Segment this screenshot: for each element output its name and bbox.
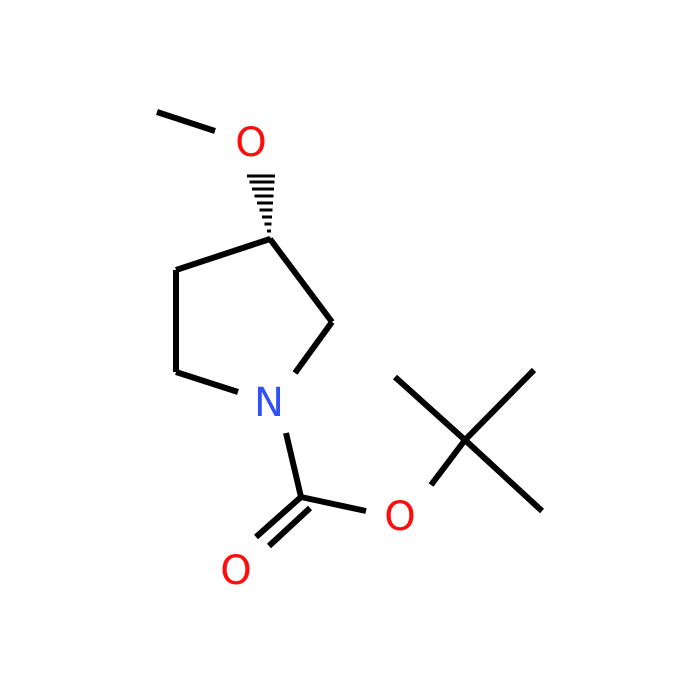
bond-n-carbonyl-c (283, 432, 304, 498)
bond-tbu-methyl-top (462, 367, 537, 443)
atom-n: N (254, 380, 284, 426)
atom-o-carbonyl: O (220, 548, 251, 594)
bond-carbonyl-c-o-ester (300, 494, 367, 514)
bond-carbonyl-double-b (266, 505, 313, 549)
atom-o-ester: O (384, 494, 415, 540)
bond-c3-c2 (267, 237, 335, 324)
bond-carbonyl-double-a (254, 494, 303, 540)
bond-methyl-o (156, 109, 216, 134)
atom-o-methoxy: O (235, 120, 266, 166)
bond-tbu-methyl-bottom (462, 437, 545, 514)
bond-c4-c3 (175, 236, 271, 273)
hashed-wedge-bond (247, 174, 275, 240)
bond-tbu-methyl-left (392, 374, 468, 443)
bond-o-quaternary-c (428, 438, 468, 487)
bond-c2-n (292, 320, 335, 375)
bond-n-c5 (175, 369, 239, 395)
